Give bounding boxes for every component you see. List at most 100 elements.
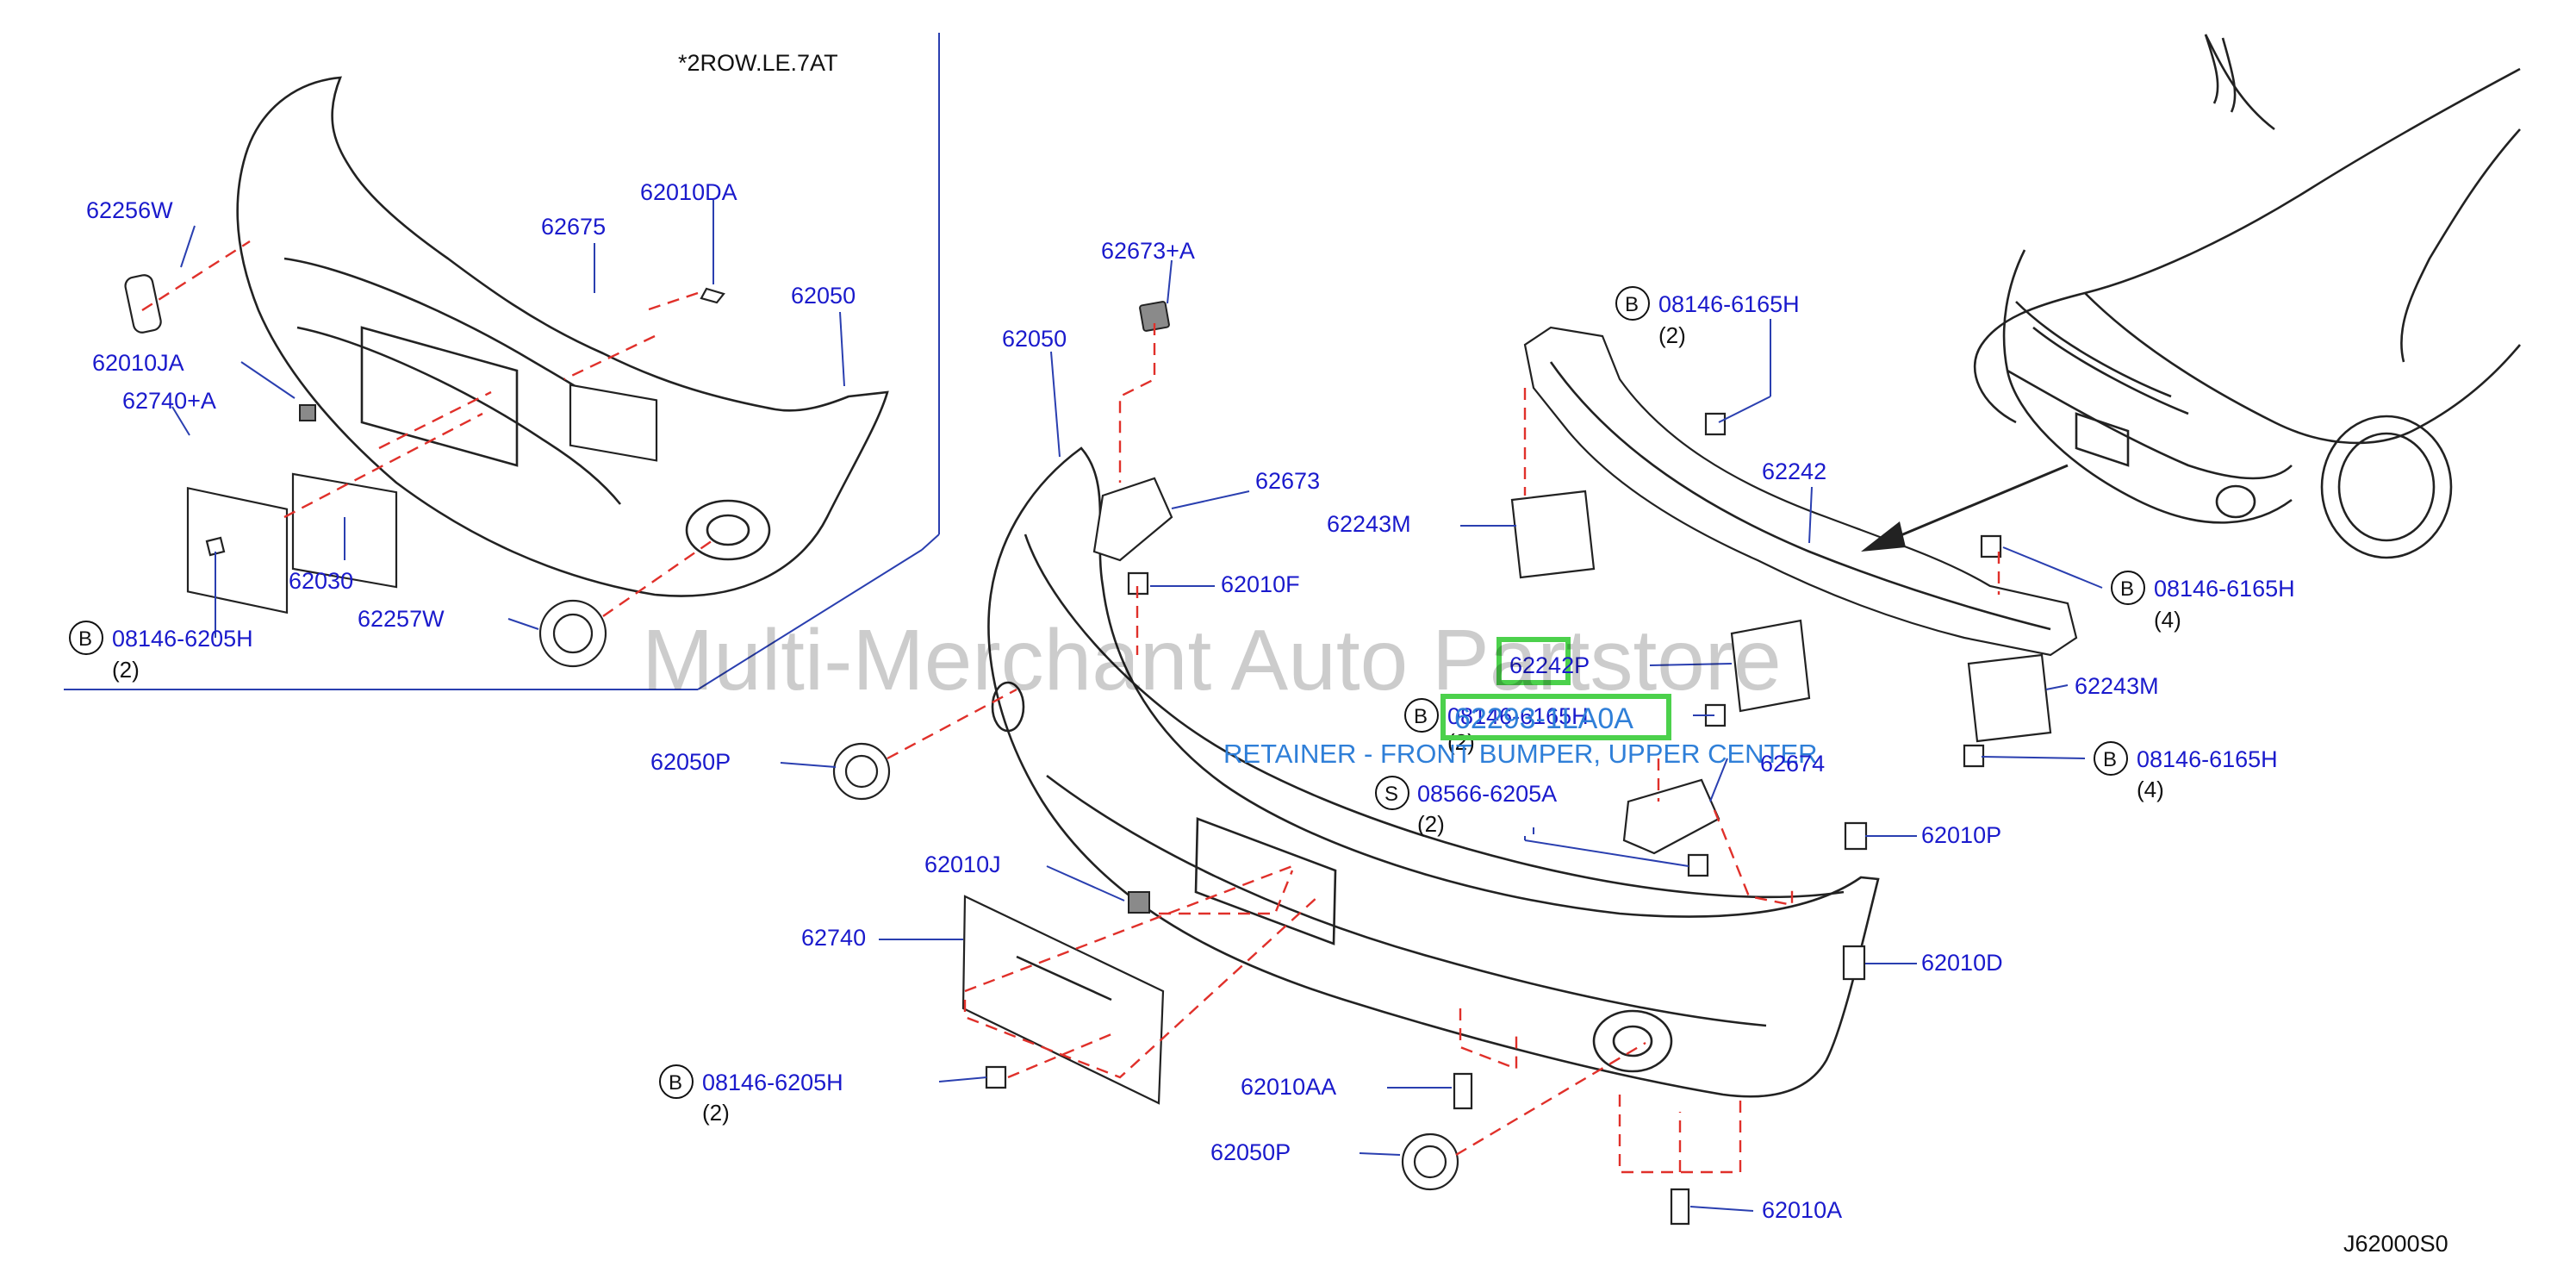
part-label-62243M-right[interactable]: 62243M	[2075, 673, 2159, 699]
bolt-marker-b: B	[1625, 293, 1639, 316]
part-label-08146-6165H-top[interactable]: 08146-6165H	[1658, 291, 1800, 317]
vehicle-body-outline	[1973, 34, 2521, 424]
part-label-08146-6205H-inset[interactable]: 08146-6205H	[112, 626, 253, 652]
leader	[2002, 546, 2103, 589]
part-label-62010F[interactable]: 62010F	[1221, 571, 1300, 597]
part-label-62740A[interactable]: 62740+A	[122, 388, 216, 414]
clip-shape	[1127, 571, 1149, 596]
part-label-62010AA[interactable]: 62010AA	[1241, 1074, 1336, 1100]
side-recess-illustration	[991, 681, 1025, 733]
bolt-marker-circle	[1375, 776, 1409, 810]
inset-note: *2ROW.LE.7AT	[678, 50, 838, 76]
part-label-62050-inset[interactable]: 62050	[791, 283, 856, 309]
stay-62243M-left-shape	[1510, 490, 1596, 579]
assembly-line	[963, 895, 1319, 1079]
part-label-62242[interactable]: 62242	[1762, 459, 1826, 484]
leader	[938, 1076, 987, 1082]
part-label-62674[interactable]: 62674	[1760, 751, 1825, 777]
assembly-line	[1713, 809, 1794, 907]
license-plate-bracket-shape	[961, 895, 1165, 1105]
part-label-62010P[interactable]: 62010P	[1921, 822, 2001, 848]
part-label-62675[interactable]: 62675	[541, 214, 606, 240]
screw-shape	[1842, 945, 1866, 981]
part-label-62010DA[interactable]: 62010DA	[640, 179, 737, 205]
leader	[1709, 758, 1728, 802]
front-bumper-fascia-illustration	[987, 446, 1880, 1098]
leader	[507, 618, 539, 630]
part-label-62740[interactable]: 62740	[801, 925, 866, 951]
retainer-62673-shape	[1092, 477, 1173, 562]
bolt-marker-circle	[1404, 698, 1439, 733]
part-label-08146-6165H-mid[interactable]: 08146-6165H	[1447, 703, 1589, 729]
highlight-part-number[interactable]: 62293-1LA0A	[1454, 702, 1633, 735]
assembly-line	[283, 412, 483, 519]
part-label-62010A[interactable]: 62010A	[1762, 1197, 1842, 1223]
assembly-line	[1118, 323, 1156, 483]
clip-62010J-shape	[1128, 891, 1150, 914]
part-label-62257W[interactable]: 62257W	[358, 606, 445, 632]
vehicle-body-outline	[2007, 369, 2293, 480]
part-label-08146-6165H-right-1[interactable]: 08146-6165H	[2154, 576, 2295, 602]
part-qty: (4)	[2137, 777, 2164, 802]
bolt-marker-circle	[69, 621, 103, 655]
part-qty: (2)	[112, 657, 140, 683]
reinforcement-62242-shape	[1523, 326, 2078, 657]
part-label-08146-6205H[interactable]: 08146-6205H	[702, 1070, 843, 1095]
inset-bumper-illustration	[360, 326, 519, 467]
bolt-marker-b: B	[78, 627, 92, 651]
grommet-62050P-shape	[844, 754, 879, 789]
bolt-marker-circle	[659, 1064, 694, 1099]
location-arrow	[1882, 464, 2069, 545]
vehicle-body-outline	[2002, 249, 2293, 524]
highlight-box-part-number	[1440, 694, 1671, 740]
part-label-62050P-bottom[interactable]: 62050P	[1210, 1139, 1291, 1165]
part-label-08566-6205A[interactable]: 08566-6205A	[1417, 781, 1557, 807]
leader	[1808, 486, 1813, 544]
front-bumper-fascia-illustration	[1046, 774, 1767, 1027]
part-label-62010JA[interactable]: 62010JA	[92, 350, 184, 376]
part-label-62673A[interactable]: 62673+A	[1101, 238, 1195, 264]
part-qty: (2)	[1447, 729, 1475, 755]
part-label-62242P[interactable]: 62242P	[1509, 652, 1590, 678]
part-label-62010D[interactable]: 62010D	[1921, 950, 2003, 976]
part-label-62256W[interactable]: 62256W	[86, 197, 173, 223]
part-label-62673[interactable]: 62673	[1255, 468, 1320, 494]
bolt-marker-circle	[1615, 286, 1650, 321]
part-qty: (4)	[2154, 607, 2181, 633]
vehicle-foglamp	[2215, 484, 2256, 519]
assembly-line	[1159, 870, 1294, 915]
leader	[1689, 1206, 1754, 1212]
main-assembly: 62673+A 62050 62673 62010F B 08146-6165H…	[650, 238, 2295, 1226]
part-label-62243M-left[interactable]: 62243M	[1327, 511, 1411, 537]
screw-shape	[1670, 1188, 1690, 1226]
assembly-line	[1459, 1008, 1518, 1070]
pad-62673A-shape	[1139, 301, 1170, 332]
foglamp-recess-illustration	[1592, 1009, 1673, 1073]
front-bumper-fascia-illustration	[1024, 533, 1845, 899]
leader	[240, 361, 296, 399]
bolt-marker-s: S	[1384, 783, 1398, 806]
bolt-marker-b: B	[669, 1071, 682, 1095]
assembly-line	[887, 688, 1017, 760]
inset-foglamp-recess	[685, 499, 771, 561]
part-label-62010J[interactable]: 62010J	[924, 852, 1001, 877]
part-label-08146-6165H-right-2[interactable]: 08146-6165H	[2137, 746, 2278, 772]
part-qty: (2)	[1658, 322, 1686, 348]
part-label-62030[interactable]: 62030	[289, 568, 353, 594]
leader	[1524, 839, 1689, 867]
part-label-62050[interactable]: 62050	[1002, 326, 1067, 352]
vehicle-wheel	[2320, 415, 2453, 559]
part-label-62050P-left[interactable]: 62050P	[650, 749, 731, 775]
leader	[780, 762, 837, 768]
stay-62243M-right-shape	[1967, 653, 2052, 743]
bolt-shape	[1963, 744, 1985, 768]
license-plate-bracket-shape	[1016, 955, 1112, 1001]
vehicle-body-outline	[2400, 128, 2521, 363]
inset-screw-62010DA-shape	[700, 287, 725, 304]
inset-bumper-illustration	[296, 326, 622, 505]
leader	[2045, 684, 2069, 690]
leader	[1046, 865, 1125, 902]
assembly-line	[563, 334, 656, 381]
bolt-marker-b: B	[1414, 705, 1428, 728]
